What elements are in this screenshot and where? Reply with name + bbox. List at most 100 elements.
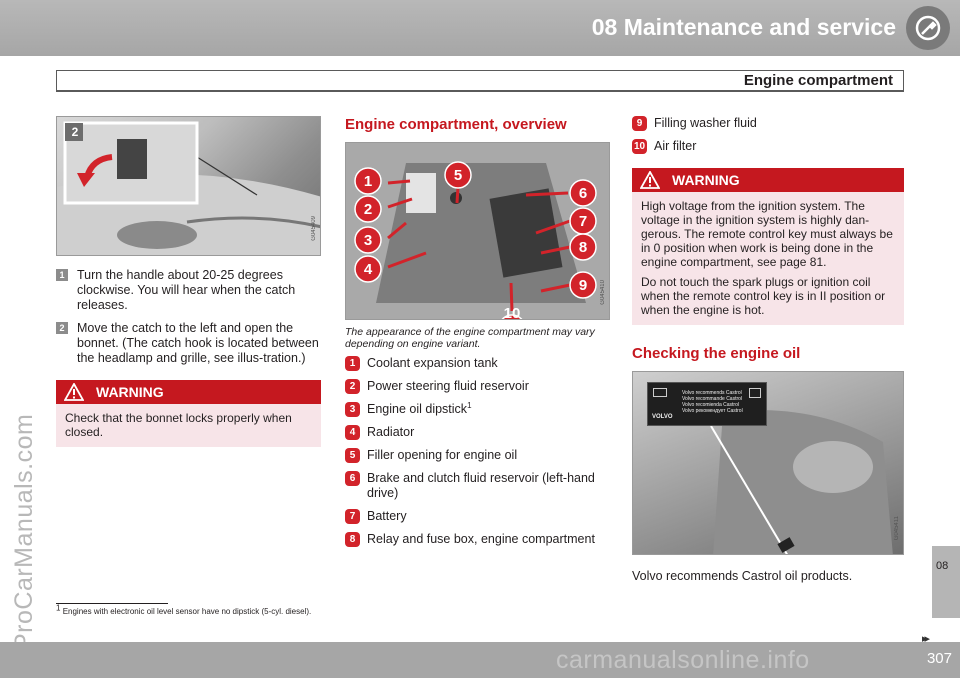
manual-book-icon	[749, 388, 761, 398]
castrol-label: Volvo recommends Castrol Volvo recommand…	[647, 382, 767, 426]
photo-code: G045410	[600, 280, 606, 305]
footnote-text: Engines with electronic oil level sensor…	[62, 607, 312, 616]
warning-header: WARNING	[56, 380, 321, 404]
warning-text: High voltage from the ignition system. T…	[632, 192, 904, 325]
list-item: 10 Air filter	[632, 139, 904, 154]
inset-number: 2	[71, 125, 79, 139]
volvo-logo-text: VOLVO	[652, 414, 673, 420]
item-number: 2	[345, 379, 360, 394]
warning-label: WARNING	[672, 172, 740, 188]
list-item: 9 Filling washer fluid	[632, 116, 904, 131]
oil-recommendation: Volvo recommends Castrol oil products.	[632, 569, 853, 583]
list-item: 2 Move the catch to the left and open th…	[56, 321, 321, 366]
svg-text:9: 9	[579, 277, 587, 294]
footnote-rule	[56, 603, 168, 604]
step-text: Turn the handle about 20-25 degrees cloc…	[77, 268, 296, 312]
item-number: 7	[345, 509, 360, 524]
warning-icon	[64, 383, 84, 401]
svg-text:3: 3	[364, 232, 372, 249]
footnote-number: 1	[56, 603, 61, 613]
item-text: Power steering fluid reservoir	[367, 379, 529, 393]
warning-box: WARNING High voltage from the ignition s…	[632, 168, 904, 325]
middle-column: Engine compartment, overview 1 2	[345, 116, 610, 555]
item-text: Engine oil dipstick1	[367, 400, 472, 417]
photo-code: G045411	[894, 515, 900, 540]
label-line: Volvo recommande Castrol	[682, 396, 743, 402]
oil-can-icon	[653, 388, 667, 397]
engine-overview-photo: 1 2 3 4 5 6 7 8 9 10 G045410	[345, 142, 610, 320]
footnote: 1 Engines with electronic oil level sens…	[56, 604, 312, 616]
item-number: 8	[345, 532, 360, 547]
item-number: 3	[345, 402, 360, 417]
footnote-ref: 1	[467, 400, 472, 410]
item-text: Radiator	[367, 425, 415, 439]
svg-text:1: 1	[364, 173, 372, 190]
list-item: 4 Radiator	[345, 425, 610, 440]
label-line: Volvo recomienda Castrol	[682, 402, 739, 408]
warning-label: WARNING	[96, 384, 164, 400]
list-item: 5 Filler opening for engine oil	[345, 448, 610, 463]
label-line: Volvo рекомендует Castrol	[682, 408, 743, 414]
side-watermark: ProCarManuals.com	[10, 413, 38, 650]
item-text: Relay and fuse box, engine compartment	[367, 532, 595, 546]
page-footer: carmanualsonline.info 307	[0, 642, 960, 678]
list-item: 1 Turn the handle about 20-25 degrees cl…	[56, 268, 321, 313]
list-item: 8 Relay and fuse box, engine compartment	[345, 532, 610, 547]
step-number: 1	[56, 269, 68, 281]
chapter-tab-number: 08	[936, 560, 949, 572]
photo-code: G045409	[311, 216, 317, 241]
photo-caption: The appearance of the engine compartment…	[345, 326, 595, 350]
steps-list: 1 Turn the handle about 20-25 degrees cl…	[56, 268, 321, 366]
item-number: 6	[345, 471, 360, 486]
item-number: 1	[345, 356, 360, 371]
list-item: 6 Brake and clutch fluid reservoir (left-…	[345, 471, 610, 501]
list-item: 2 Power steering fluid reservoir	[345, 379, 610, 394]
item-text: Battery	[367, 509, 407, 523]
item-text-main: Engine oil dipstick	[367, 402, 468, 416]
section-heading: Checking the engine oil	[632, 345, 801, 362]
svg-text:5: 5	[454, 167, 462, 184]
item-number: 5	[345, 448, 360, 463]
item-number: 4	[345, 425, 360, 440]
step-number: 2	[56, 322, 68, 334]
label-line: Volvo recommends Castrol	[682, 390, 742, 396]
list-item: 7 Battery	[345, 509, 610, 524]
warning-text: Check that the bonnet locks properly whe…	[65, 411, 292, 439]
svg-text:4: 4	[364, 261, 373, 278]
warning-paragraph: High voltage from the ignition system. T…	[641, 199, 893, 269]
step-text: Move the catch to the left and open the …	[77, 321, 319, 365]
item-text: Coolant expansion tank	[367, 356, 498, 370]
page-header: 08 Maintenance and service	[0, 0, 960, 56]
svg-text:7: 7	[579, 213, 587, 230]
oil-check-photo: Volvo recommends Castrol Volvo recommand…	[632, 371, 904, 555]
chapter-title: 08 Maintenance and service	[591, 14, 896, 40]
svg-text:10: 10	[504, 305, 521, 320]
item-number: 9	[632, 116, 647, 131]
svg-text:6: 6	[579, 185, 587, 202]
page-number: 307	[926, 650, 952, 667]
section-header: Engine compartment	[56, 70, 904, 92]
section-title: Engine compartment	[743, 72, 893, 89]
warning-header: WARNING	[632, 168, 904, 192]
chapter-tab: 08	[932, 546, 960, 618]
warning-box: WARNING Check that the bonnet locks prop…	[56, 380, 321, 447]
item-text: Brake and clutch fluid reservoir (left-h…	[367, 471, 595, 500]
section-heading: Engine compartment, overview	[345, 116, 567, 133]
footer-watermark: carmanualsonline.info	[556, 646, 810, 674]
warning-icon	[640, 171, 660, 189]
svg-text:8: 8	[579, 239, 587, 256]
left-column: 2 G045409 1 Turn the handle about 20-25 …	[56, 116, 321, 447]
wrench-icon	[906, 6, 950, 50]
item-text: Filling washer fluid	[654, 116, 757, 130]
list-item: 3 Engine oil dipstick1	[345, 400, 610, 417]
next-page-arrows-icon: ▸▸	[922, 633, 930, 645]
right-column: 9 Filling washer fluid 10 Air filter WARNI…	[632, 116, 904, 583]
item-text: Air filter	[654, 139, 697, 153]
component-list: 1 Coolant expansion tank 2 Power steering …	[345, 356, 610, 547]
svg-text:2: 2	[364, 201, 372, 218]
item-number: 10	[632, 139, 647, 154]
list-item: 1 Coolant expansion tank	[345, 356, 610, 371]
warning-paragraph: Do not touch the spark plugs or ignition…	[641, 275, 886, 317]
bonnet-catch-photo: 2 G045409	[56, 116, 321, 256]
item-text: Filler opening for engine oil	[367, 448, 518, 462]
